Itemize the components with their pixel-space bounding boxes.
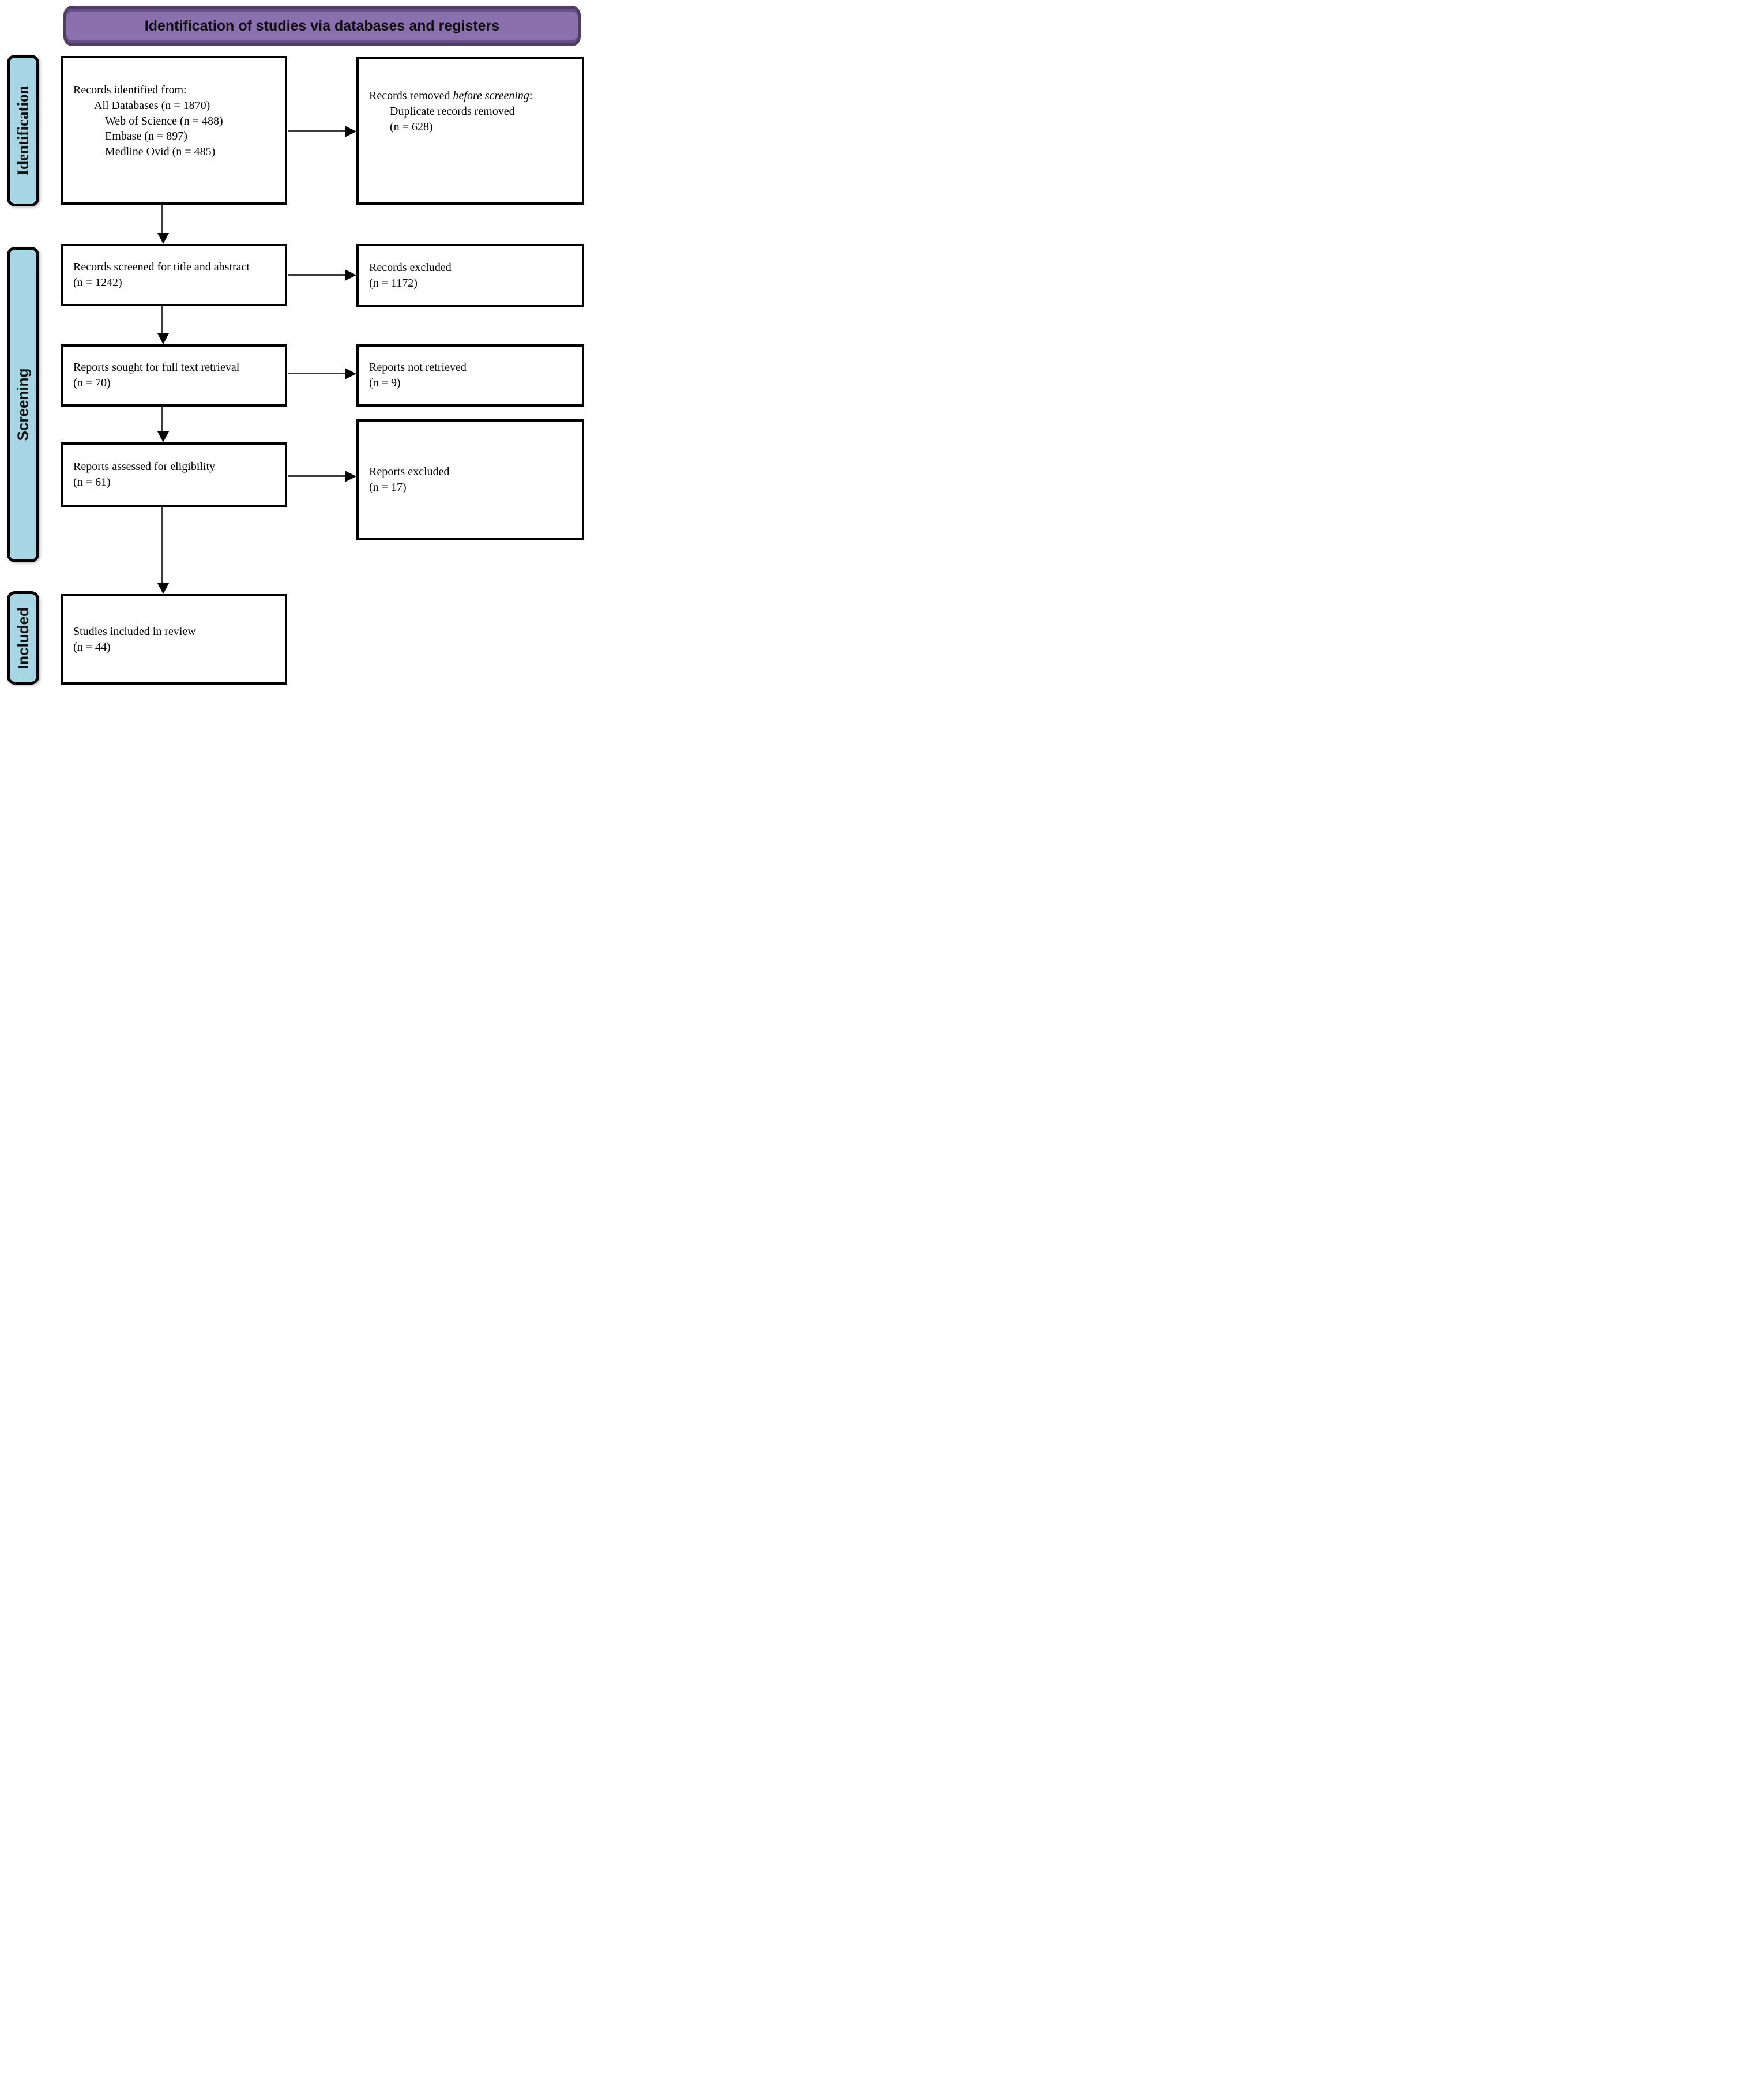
stage-label-identification: Identification [7,55,39,206]
studies-included-count: (n = 44) [73,640,111,653]
records-removed-detail: Duplicate records removed [390,105,515,118]
reports-not-retrieved-text: Reports not retrieved [369,361,467,374]
reports-sought-count: (n = 70) [73,377,111,389]
records-removed-title: Records removed before screening: [369,88,577,104]
records-screened-text: Records screened for title and abstract [73,261,250,274]
records-removed-prefix: Records removed [369,89,453,103]
records-excluded-count: (n = 1172) [369,277,418,290]
arrow-line [161,205,163,234]
box-reports-not-retrieved: Reports not retrieved (n = 9) [356,344,584,407]
records-identified-all-databases: All Databases (n = 1870) [94,99,210,112]
arrow-head-right-icon [345,269,356,281]
arrow-head-right-icon [345,126,356,137]
stage-label-included: Included [7,591,39,685]
box-reports-excluded: Reports excluded (n = 17) [356,419,584,540]
reports-assessed-count: (n = 61) [73,476,111,488]
records-identified-web-of-science: Web of Science (n = 488) [105,114,223,127]
arrow-line [288,130,347,132]
records-identified-title: Records identified from: [73,84,187,96]
arrow-line [288,475,347,477]
reports-assessed-text: Reports assessed for eligibility [73,460,216,473]
diagram-title: Identification of studies via databases … [144,17,500,34]
records-excluded-text: Records excluded [369,261,452,275]
box-records-excluded: Records excluded (n = 1172) [356,244,584,307]
box-reports-assessed: Reports assessed for eligibility (n = 61… [61,442,287,507]
reports-excluded-count: (n = 17) [369,481,407,494]
stage-label-identification-text: Identification [14,85,32,176]
box-records-removed: Records removed before screening: Duplic… [356,57,584,205]
arrow-head-right-icon [345,471,356,482]
reports-excluded-text: Reports excluded [369,465,450,479]
arrow-line [161,306,163,334]
stage-label-included-text: Included [14,607,32,669]
arrow-head-down-icon [157,333,169,344]
records-removed-emphasis: before screening [453,89,529,103]
arrow-line [161,507,163,584]
stage-label-screening: Screening [7,247,39,562]
records-identified-medline: Medline Ovid (n = 485) [105,145,216,159]
records-screened-count: (n = 1242) [73,276,122,289]
arrow-head-down-icon [157,583,169,594]
box-studies-included: Studies included in review (n = 44) [61,594,287,685]
stage-label-screening-text: Screening [14,368,32,441]
box-records-screened: Records screened for title and abstract … [61,244,287,306]
records-identified-embase: Embase (n = 897) [105,130,187,143]
reports-sought-text: Reports sought for full text retrieval [73,361,240,374]
prisma-flow-diagram: Identification of studies via databases … [0,0,588,696]
box-records-identified: Records identified from: All Databases (… [61,56,287,205]
studies-included-text: Studies included in review [73,625,196,638]
arrow-line [288,373,347,374]
diagram-title-banner: Identification of studies via databases … [63,6,581,46]
box-reports-sought: Reports sought for full text retrieval (… [61,344,287,407]
reports-not-retrieved-count: (n = 9) [369,377,401,389]
records-removed-count: (n = 628) [390,120,433,133]
arrow-line [288,274,347,276]
arrow-line [161,407,163,432]
arrow-head-down-icon [157,431,169,442]
arrow-head-down-icon [157,233,169,244]
records-removed-suffix: : [529,89,533,103]
arrow-head-right-icon [345,368,356,379]
